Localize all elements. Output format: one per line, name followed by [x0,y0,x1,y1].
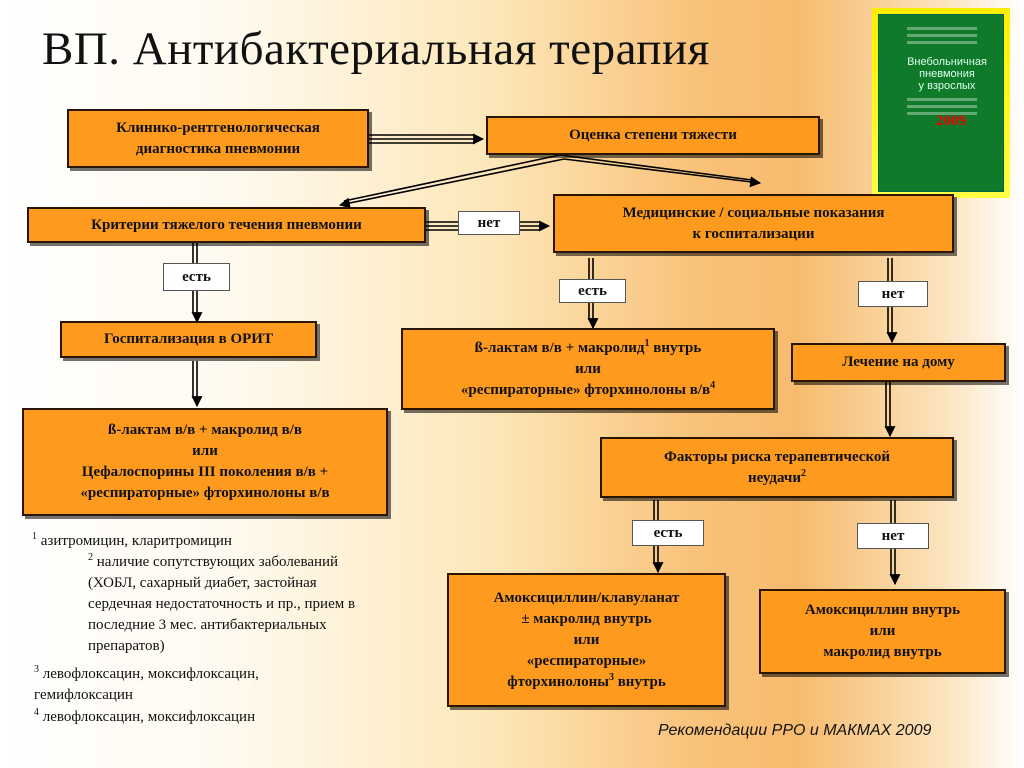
footnote-1: 1 азитромицин, кларитромицин [32,531,232,550]
guideline-book-cover: Внебольничная пневмония у взрослых 2009 [872,8,1010,198]
slide-title: ВП. Антибактериальная терапия [42,23,710,75]
icu-box: Госпитализация в ОРИТ [60,321,317,358]
book-title: Внебольничная пневмония у взрослых [907,56,987,92]
arrow-severity-indications [559,154,753,181]
book-year: 2009 [936,113,966,129]
label-no-3: нет [857,523,929,549]
severe-criteria-box: Критерии тяжелого течения пневмонии [27,207,426,243]
amoxicillin-box: Амоксициллин внутрь или макролид внутрь [759,589,1006,674]
label-no-1: нет [458,211,520,235]
label-no-2: нет [858,281,928,307]
label-yes-3: есть [632,520,704,546]
risk-factors-box: Факторы риска терапевтической неудачи2 [600,437,954,498]
icu-therapy-box: ß-лактам в/в + макролид в/в или Цефалосп… [22,408,388,516]
amoxiclav-box: Амоксициллин/клавуланат ± макролид внутр… [447,573,726,707]
footnote-3: 3 левофлоксацин, моксифлоксацин, гемифло… [34,664,259,704]
home-treatment-box: Лечение на дому [791,343,1006,382]
label-yes-1: есть [163,263,230,291]
source-credit: Рекомендации РРО и МАКМАХ 2009 [658,722,932,739]
label-yes-2: есть [559,279,626,303]
footnote-4: 4 левофлоксацин, моксифлоксацин [34,707,256,726]
arrow-severity-criteria [343,154,561,202]
severity-box: Оценка степени тяжести [486,116,820,155]
footnote-2: 2 наличие сопутствующих заболеваний (ХОБ… [88,552,356,655]
hospital-therapy-box: ß-лактам в/в + макролид1 внутрь или «рес… [401,328,775,410]
